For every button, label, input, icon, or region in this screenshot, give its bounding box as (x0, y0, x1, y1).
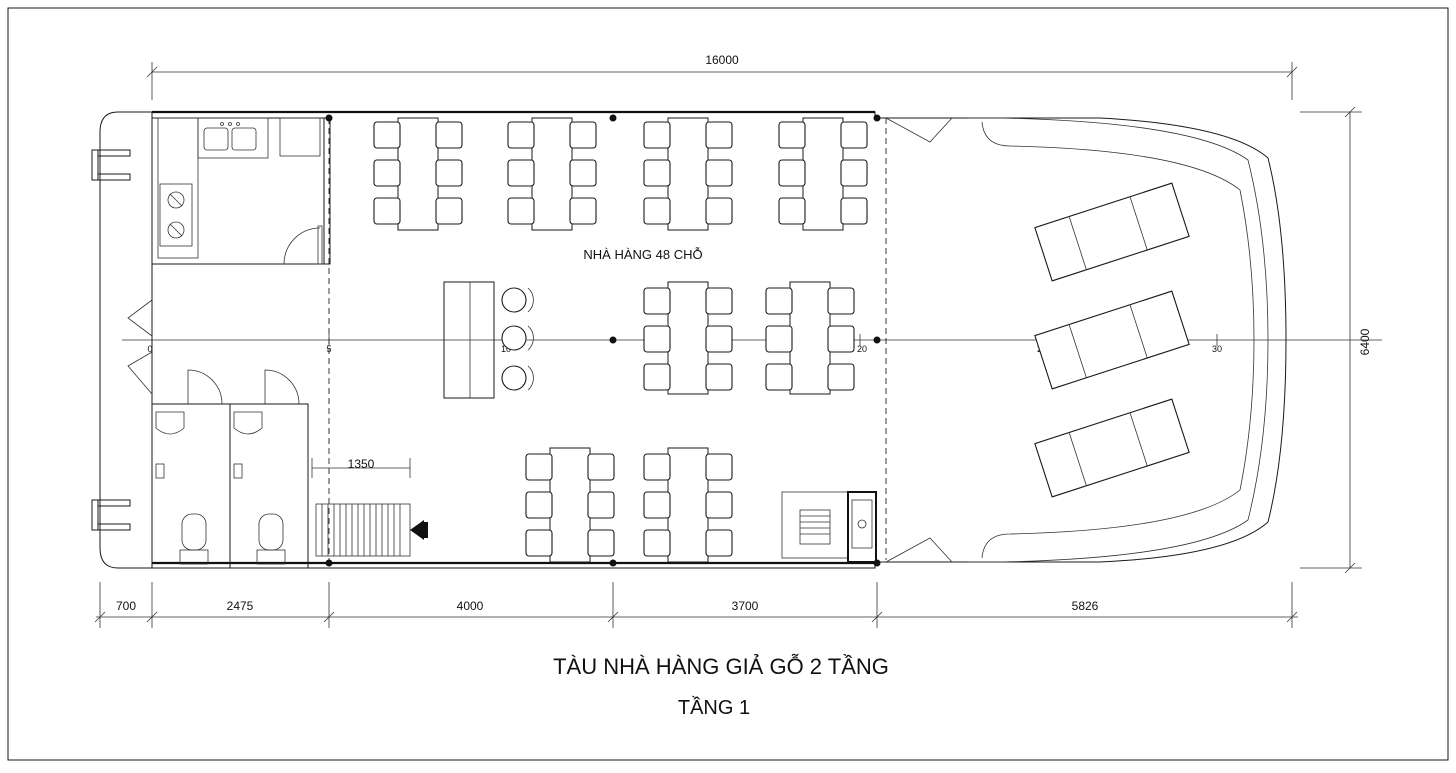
axis-tick-20: 20 (857, 344, 867, 354)
dim-segment-5: 5826 (1072, 599, 1099, 613)
axis-tick-30: 30 (1212, 344, 1222, 354)
forward-doors (885, 117, 953, 563)
dim-segment-4: 3700 (732, 599, 759, 613)
dim-segment-2: 2475 (227, 599, 254, 613)
dining-tables (373, 117, 868, 563)
table-group (765, 281, 855, 395)
restaurant-label: NHÀ HÀNG 48 CHỖ (583, 247, 702, 262)
overall-length-label: 16000 (705, 53, 739, 67)
cleats (91, 149, 131, 531)
table-group (643, 117, 733, 231)
overall-width-label: 6400 (1358, 328, 1372, 355)
reception-desk (781, 491, 877, 563)
dim-segment-1: 700 (116, 599, 136, 613)
kitchen (151, 117, 331, 265)
bar-counter (443, 281, 534, 399)
structure-nodes (325, 114, 881, 567)
sun-loungers (1034, 182, 1190, 498)
axis-tick-10: 10 (501, 344, 511, 354)
table-group (373, 117, 463, 231)
drawing-title: TÀU NHÀ HÀNG GIẢ GỖ 2 TẦNG (553, 653, 889, 679)
toilets (151, 369, 309, 569)
overall-length-dimension: 16000 (146, 53, 1298, 100)
axis-tick-0: 0 (147, 344, 152, 354)
sheet-frame (7, 7, 1449, 761)
stair: 1350 (311, 457, 428, 557)
table-group (643, 447, 733, 563)
drawing-subtitle: TẦNG 1 (678, 696, 750, 719)
table-group (525, 447, 615, 563)
left-entry-doors (127, 299, 153, 395)
table-group (507, 117, 597, 231)
bottom-dimension-chain: 700 2475 4000 3700 5826 (94, 582, 1298, 628)
table-group (778, 117, 868, 231)
dim-segment-3: 4000 (457, 599, 484, 613)
stair-width-label: 1350 (348, 457, 375, 471)
stair-arrow-icon (410, 520, 424, 540)
table-group (643, 281, 733, 395)
hull-outline (99, 110, 1287, 569)
